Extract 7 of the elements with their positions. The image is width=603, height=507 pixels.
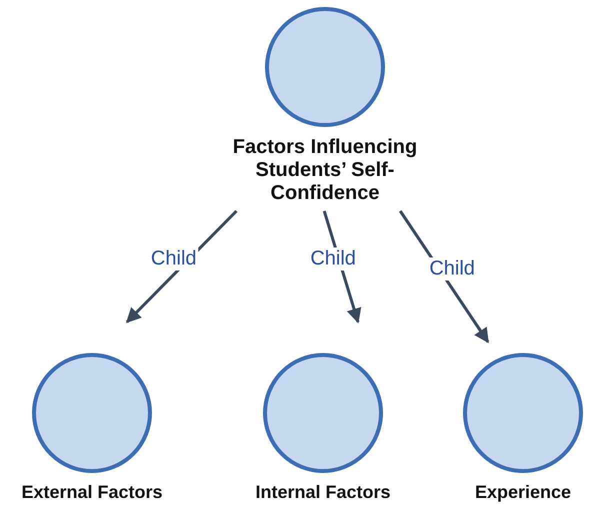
node-label: Experience [474, 482, 572, 503]
edge-label: Child [308, 247, 358, 270]
edge-label: Child [427, 257, 477, 280]
node-label: Internal Factors [255, 482, 391, 503]
edge-label: Child [148, 247, 198, 270]
node-label: External Factors [21, 482, 163, 503]
node-label: Factors Influencing Students’ Self-Confidence [232, 136, 418, 205]
